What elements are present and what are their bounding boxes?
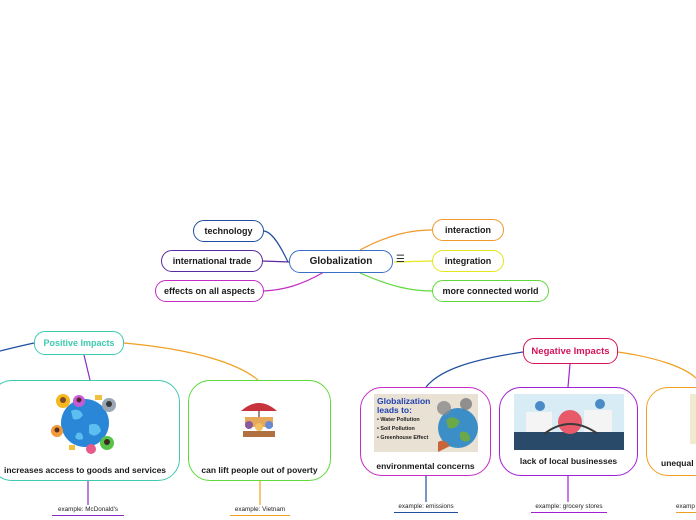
negative-card-unequal-label: unequal bbox=[661, 458, 694, 468]
image-text-subtitle: leads to: bbox=[377, 405, 412, 415]
negative-card-environment[interactable]: Globalization leads to: • Water Pollutio… bbox=[360, 387, 491, 476]
example-unequal-partial[interactable]: examp bbox=[676, 503, 696, 513]
connected-people-globe-illustration bbox=[51, 394, 116, 454]
example-vietnam-label: example: Vietnam bbox=[234, 506, 286, 513]
connector-positive-offscreen bbox=[0, 342, 35, 352]
connector-technology bbox=[263, 230, 289, 263]
example-emissions-label: example: emissions bbox=[398, 503, 454, 510]
business-handshake-illustration bbox=[514, 394, 624, 450]
connector-effects bbox=[263, 271, 325, 292]
positive-card-poverty-label: can lift people out of poverty bbox=[201, 465, 318, 475]
branch-more-connected-world[interactable]: more connected world bbox=[432, 280, 549, 302]
umbrella-shop-illustration bbox=[241, 403, 277, 437]
negative-card-environment-label: environmental concerns bbox=[376, 461, 475, 471]
branch-effects-on-all-aspects[interactable]: effects on all aspects bbox=[155, 280, 264, 302]
positive-card-access-label: increases access to goods and services bbox=[3, 465, 167, 475]
central-topic[interactable]: Globalization bbox=[289, 250, 393, 273]
hamburger-icon[interactable]: ☰ bbox=[396, 254, 405, 265]
branch-more-connected-label: more connected world bbox=[442, 286, 539, 296]
branch-international-trade[interactable]: international trade bbox=[161, 250, 263, 272]
branch-integration[interactable]: integration bbox=[432, 250, 504, 272]
connector-negative-item1 bbox=[425, 351, 524, 388]
negative-card-local-business[interactable]: lack of local businesses bbox=[499, 387, 638, 476]
connector-international-trade bbox=[261, 260, 291, 263]
image-text-title: Globalization bbox=[377, 396, 431, 406]
connector-interaction bbox=[359, 229, 433, 251]
example-unequal-label: examp bbox=[676, 503, 695, 510]
negative-card-unequal[interactable]: unequal bbox=[646, 387, 696, 476]
positive-card-poverty[interactable]: can lift people out of poverty bbox=[188, 380, 331, 481]
central-topic-label: Globalization bbox=[309, 256, 373, 267]
branch-interaction-label: interaction bbox=[444, 225, 491, 235]
example-grocery-stores[interactable]: example: grocery stores bbox=[531, 503, 607, 513]
polluted-earth-illustration: Globalization leads to: • Water Pollutio… bbox=[374, 394, 478, 452]
branch-technology[interactable]: technology bbox=[193, 220, 264, 242]
image-text-bullet-3: • Greenhouse Effect bbox=[377, 435, 429, 441]
negative-impacts-label: Negative Impacts bbox=[531, 345, 610, 357]
connector-negative-item3 bbox=[617, 351, 696, 379]
branch-effects-label: effects on all aspects bbox=[163, 286, 256, 296]
connector-negative-item2 bbox=[567, 363, 571, 388]
branch-technology-label: technology bbox=[204, 226, 253, 236]
unequal-image-partial bbox=[690, 394, 696, 444]
connector-integration bbox=[393, 260, 433, 263]
example-mcdonalds-label: example: McDonald's bbox=[58, 506, 118, 513]
example-vietnam[interactable]: example: Vietnam bbox=[230, 506, 290, 516]
branch-integration-label: integration bbox=[444, 256, 492, 266]
connector-positive-item1 bbox=[83, 354, 91, 381]
connector-positive-item2 bbox=[123, 342, 259, 381]
image-text-bullet-2: • Soil Pollution bbox=[377, 426, 415, 432]
positive-impacts-topic[interactable]: Positive Impacts bbox=[34, 331, 124, 355]
example-grocery-label: example: grocery stores bbox=[535, 503, 603, 510]
negative-card-local-business-label: lack of local businesses bbox=[519, 456, 618, 466]
example-mcdonalds[interactable]: example: McDonald's bbox=[52, 506, 124, 516]
image-text-bullet-1: • Water Pollution bbox=[377, 417, 420, 423]
branch-interaction[interactable]: interaction bbox=[432, 219, 504, 241]
branch-international-trade-label: international trade bbox=[172, 256, 252, 266]
example-emissions[interactable]: example: emissions bbox=[394, 503, 458, 513]
positive-card-access[interactable]: increases access to goods and services bbox=[0, 380, 180, 481]
positive-impacts-label: Positive Impacts bbox=[43, 338, 115, 348]
connector-more-connected bbox=[359, 272, 433, 292]
negative-impacts-topic[interactable]: Negative Impacts bbox=[523, 338, 618, 364]
